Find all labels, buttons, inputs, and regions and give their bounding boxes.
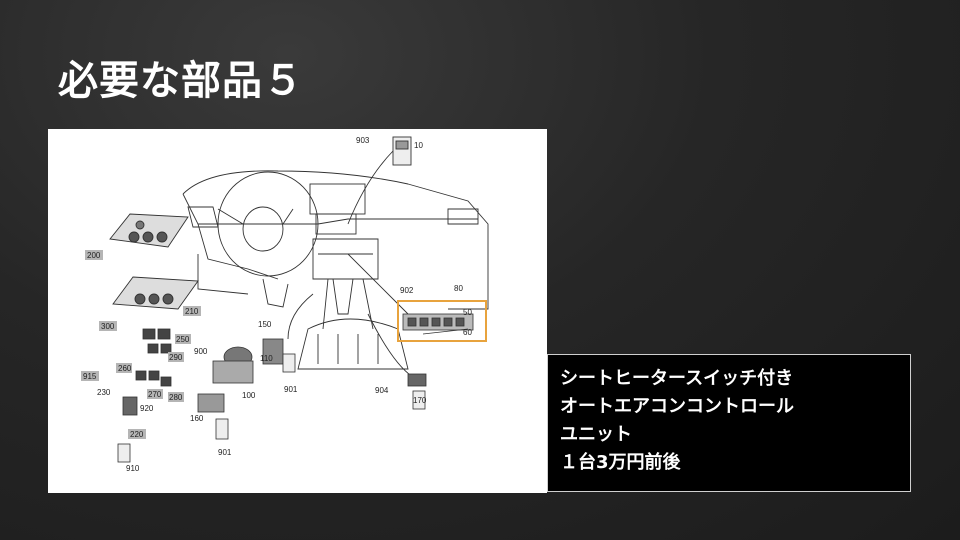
label-280: 280 bbox=[169, 393, 183, 402]
label-250: 250 bbox=[176, 335, 190, 344]
slide-title: 必要な部品５ bbox=[58, 58, 304, 104]
label-902: 902 bbox=[400, 286, 414, 295]
label-10: 10 bbox=[414, 141, 423, 150]
highlight-box bbox=[397, 300, 487, 342]
label-150: 150 bbox=[258, 320, 272, 329]
parts-diagram: 903 10 200 210 300 250 290 900 150 110 2… bbox=[48, 129, 547, 493]
label-110: 110 bbox=[260, 354, 273, 363]
label-160: 160 bbox=[190, 414, 204, 423]
label-904: 904 bbox=[375, 386, 389, 395]
label-230: 230 bbox=[97, 388, 111, 397]
info-line-1: シートヒータースイッチ付き bbox=[560, 368, 794, 389]
info-line-3: ユニット bbox=[560, 424, 632, 445]
label-901a: 901 bbox=[284, 385, 298, 394]
label-100: 100 bbox=[242, 391, 256, 400]
label-920: 920 bbox=[140, 404, 154, 413]
label-915: 915 bbox=[83, 372, 97, 381]
label-50: 50 bbox=[463, 308, 472, 317]
label-200: 200 bbox=[87, 251, 101, 260]
info-line-2: オートエアコンコントロール bbox=[560, 396, 794, 417]
label-300: 300 bbox=[101, 322, 115, 331]
label-60: 60 bbox=[463, 328, 472, 337]
label-290: 290 bbox=[169, 353, 183, 362]
label-900: 900 bbox=[194, 347, 208, 356]
label-910: 910 bbox=[126, 464, 140, 473]
label-170: 170 bbox=[413, 396, 427, 405]
label-260: 260 bbox=[118, 364, 132, 373]
label-901b: 901 bbox=[218, 448, 232, 457]
info-box: シートヒータースイッチ付き オートエアコンコントロール ユニット １台3万円前後 bbox=[547, 354, 911, 492]
label-210: 210 bbox=[185, 307, 199, 316]
label-270: 270 bbox=[148, 390, 162, 399]
label-80: 80 bbox=[454, 284, 463, 293]
label-220: 220 bbox=[130, 430, 144, 439]
parts-diagram-drawing: 903 10 200 210 300 250 290 900 150 110 2… bbox=[81, 136, 489, 473]
info-line-4: １台3万円前後 bbox=[560, 452, 681, 473]
label-903: 903 bbox=[356, 136, 370, 145]
